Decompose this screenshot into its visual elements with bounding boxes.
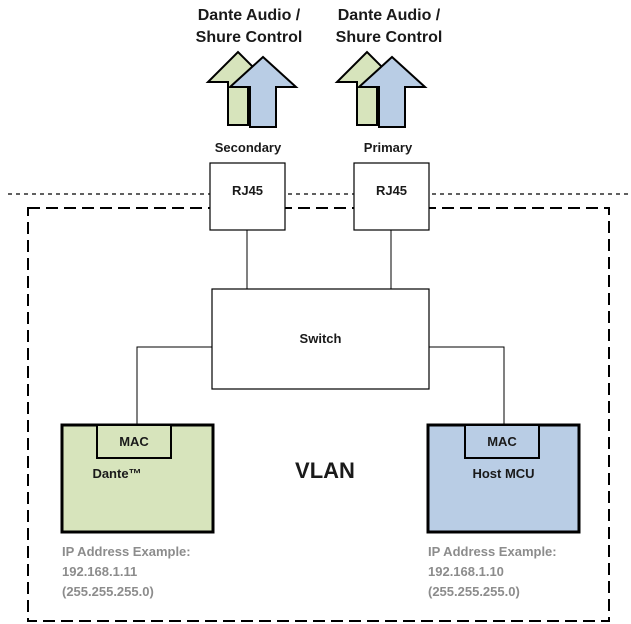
- dante-ip-block: IP Address Example: 192.168.1.11 (255.25…: [62, 542, 191, 602]
- host-mac-label: MAC: [487, 434, 517, 449]
- host-ip-block: IP Address Example: 192.168.1.10 (255.25…: [428, 542, 557, 602]
- left-arrow-label: Dante Audio / Shure Control: [179, 5, 319, 49]
- rj45-primary-label: RJ45: [375, 183, 408, 198]
- left-arrow-label-line2: Shure Control: [195, 29, 303, 46]
- host-ip-heading: IP Address Example:: [428, 544, 557, 559]
- rj45-primary-box: [353, 162, 430, 231]
- left-arrow-pair: [205, 50, 299, 128]
- right-arrow-label-line2: Shure Control: [335, 29, 443, 46]
- blue-arrow-left: [227, 55, 299, 128]
- switch-box: [211, 288, 430, 390]
- primary-label: Primary: [363, 140, 413, 155]
- vlan-boundary: [27, 207, 610, 622]
- dante-mac-label: MAC: [119, 434, 149, 449]
- right-arrow-pair: [334, 50, 428, 128]
- dante-mac-box: [96, 424, 172, 459]
- switch-to-host-line: [429, 346, 505, 425]
- secondary-label: Secondary: [214, 140, 282, 155]
- dante-ip-address: 192.168.1.11: [62, 564, 138, 579]
- dante-ip-heading: IP Address Example:: [62, 544, 191, 559]
- right-arrow-label: Dante Audio / Shure Control: [319, 5, 459, 49]
- switch-label: Switch: [299, 331, 342, 346]
- blue-arrow-right: [356, 55, 428, 128]
- host-mac-box: [464, 424, 540, 459]
- vlan-label: VLAN: [295, 458, 355, 483]
- left-arrow-label-line1: Dante Audio /: [197, 7, 301, 24]
- host-ip-address: 192.168.1.10: [428, 564, 504, 579]
- dante-name-label: Dante™: [92, 466, 142, 481]
- rj45-secondary-label: RJ45: [231, 183, 264, 198]
- host-subnet-mask: (255.255.255.0): [428, 584, 520, 599]
- switch-to-dante-line: [136, 346, 212, 425]
- dante-subnet-mask: (255.255.255.0): [62, 584, 154, 599]
- rj45-secondary-box: [209, 162, 286, 231]
- host-name-label: Host MCU: [472, 466, 535, 481]
- right-arrow-label-line1: Dante Audio /: [337, 7, 441, 24]
